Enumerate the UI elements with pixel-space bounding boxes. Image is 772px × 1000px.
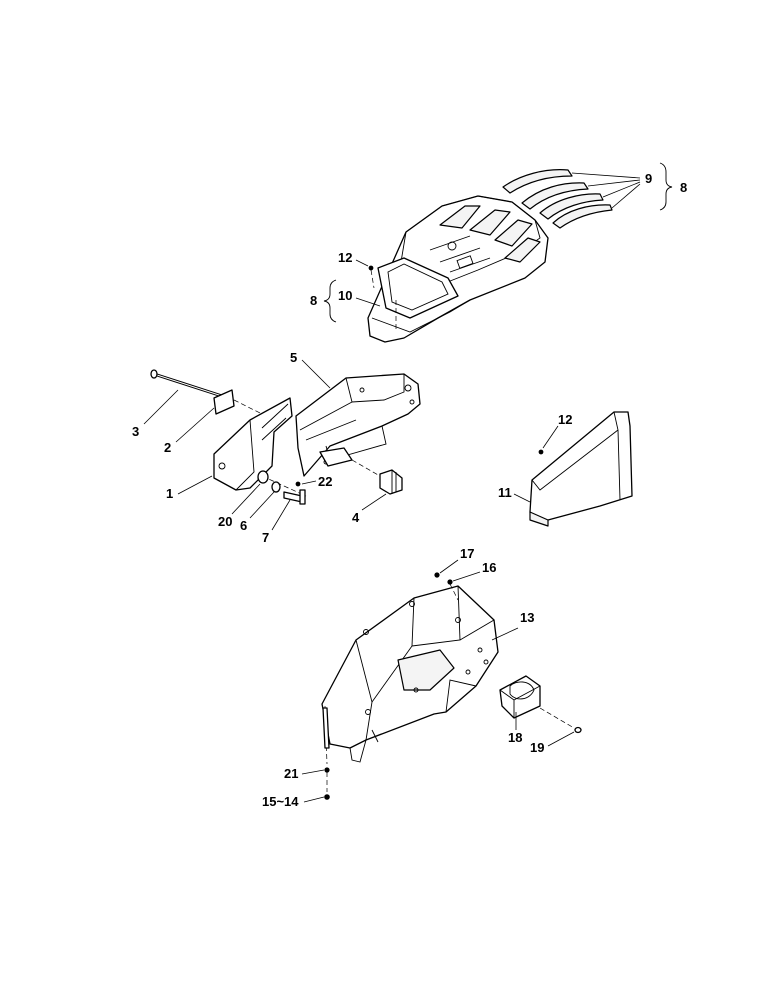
grip-cover-3 bbox=[539, 193, 604, 220]
grip-cover-4 bbox=[552, 204, 613, 229]
grip-cover-1 bbox=[502, 169, 573, 194]
plate-2 bbox=[213, 389, 235, 415]
screw-16 bbox=[447, 579, 453, 585]
callout-17: 17 bbox=[460, 546, 474, 561]
callout-16: 16 bbox=[482, 560, 496, 575]
brace-8-left bbox=[323, 279, 337, 323]
callout-19: 19 bbox=[530, 740, 544, 755]
washer-20 bbox=[257, 470, 269, 484]
brace-8-top bbox=[659, 162, 673, 211]
callout-4: 4 bbox=[352, 510, 360, 525]
callout-9: 9 bbox=[645, 171, 652, 186]
callout-7: 7 bbox=[262, 530, 269, 545]
callout-12-console: 12 bbox=[338, 250, 352, 265]
bolt-7 bbox=[283, 491, 303, 503]
callout-20: 20 bbox=[218, 514, 232, 529]
callout-8-top: 8 bbox=[680, 180, 687, 195]
screw-12-console bbox=[368, 265, 374, 271]
callout-3: 3 bbox=[132, 424, 139, 439]
grip-cover-2 bbox=[521, 182, 589, 210]
callout-15-14: 15~14 bbox=[262, 794, 299, 809]
bracket-5 bbox=[295, 373, 421, 477]
screw-22 bbox=[295, 481, 301, 487]
bracket-1 bbox=[213, 397, 293, 491]
washer-21 bbox=[324, 767, 330, 773]
screw-19 bbox=[574, 726, 582, 734]
knob-4 bbox=[379, 469, 403, 495]
console-front-panel bbox=[377, 257, 459, 319]
callout-21: 21 bbox=[284, 766, 298, 781]
callout-11: 11 bbox=[498, 485, 512, 500]
screw-12-cover bbox=[538, 449, 544, 455]
callout-2: 2 bbox=[164, 440, 171, 455]
support-rod bbox=[150, 369, 223, 398]
callout-1: 1 bbox=[166, 486, 173, 501]
callout-6: 6 bbox=[240, 518, 247, 533]
nut-15-14 bbox=[324, 794, 330, 800]
callout-8-left: 8 bbox=[310, 293, 317, 308]
nut-6 bbox=[271, 481, 281, 493]
control-console bbox=[367, 169, 613, 343]
tray-13 bbox=[321, 585, 499, 763]
side-cover-11 bbox=[529, 411, 633, 523]
callout-18: 18 bbox=[508, 730, 522, 745]
callout-13: 13 bbox=[520, 610, 534, 625]
callout-12-cover: 12 bbox=[558, 412, 572, 427]
screw-17 bbox=[434, 572, 440, 578]
bolt-tray bbox=[322, 707, 330, 749]
callout-5: 5 bbox=[290, 350, 297, 365]
callout-22: 22 bbox=[318, 474, 332, 489]
callout-10: 10 bbox=[338, 288, 352, 303]
